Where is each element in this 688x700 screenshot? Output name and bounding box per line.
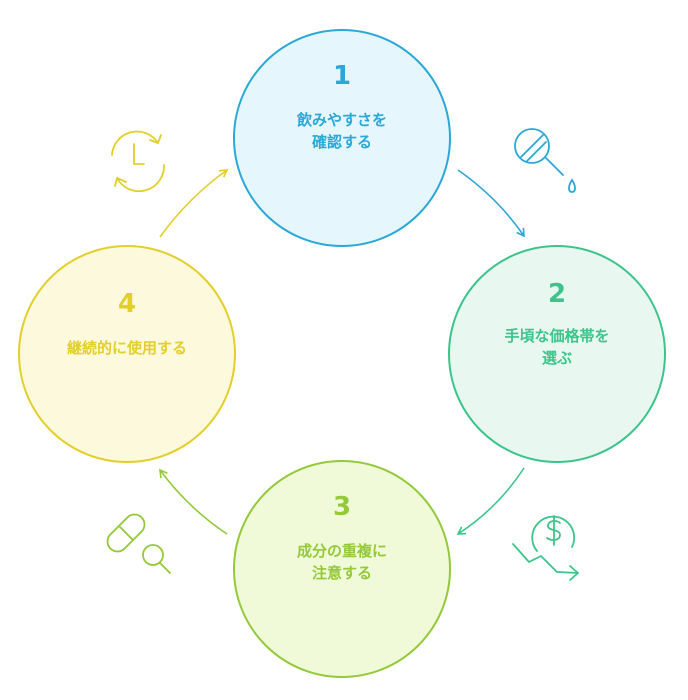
step-4-label-line1: 継続的に使用する (66, 339, 187, 357)
step-1-label-line2: 確認する (311, 133, 372, 151)
step-2-label-line1: 手頃な価格帯を (504, 327, 610, 345)
dollar-down-icon (512, 515, 579, 581)
arrow-4-to-1 (159, 169, 229, 238)
step-4-circle: 4 継続的に使用する (18, 245, 236, 463)
step-2-circle: 2 手頃な価格帯を 選ぶ (448, 245, 666, 463)
step-4-number: 4 (117, 289, 137, 319)
cycle-clock-icon (111, 130, 165, 193)
step-1-label: 飲みやすさを 確認する (245, 109, 439, 153)
pill-search-icon (106, 513, 171, 574)
arrow-2-to-3 (456, 467, 525, 535)
arrow-3-to-4 (159, 468, 228, 535)
step-3-label: 成分の重複に 注意する (245, 540, 439, 584)
dropper-icon (514, 128, 576, 193)
step-3-label-line2: 注意する (311, 564, 372, 582)
step-3-label-line1: 成分の重複に (296, 542, 387, 560)
step-4-label: 継続的に使用する (30, 337, 224, 359)
step-3-circle: 3 成分の重複に 注意する (233, 460, 451, 678)
step-2-number: 2 (547, 279, 567, 309)
arrow-1-to-2 (457, 169, 525, 238)
step-2-label: 手頃な価格帯を 選ぶ (460, 325, 654, 369)
step-1-circle: 1 飲みやすさを 確認する (233, 29, 451, 247)
step-1-number: 1 (332, 61, 352, 91)
step-3-number: 3 (332, 492, 352, 522)
step-2-label-line2: 選ぶ (541, 349, 572, 367)
step-1-label-line1: 飲みやすさを (296, 111, 387, 129)
